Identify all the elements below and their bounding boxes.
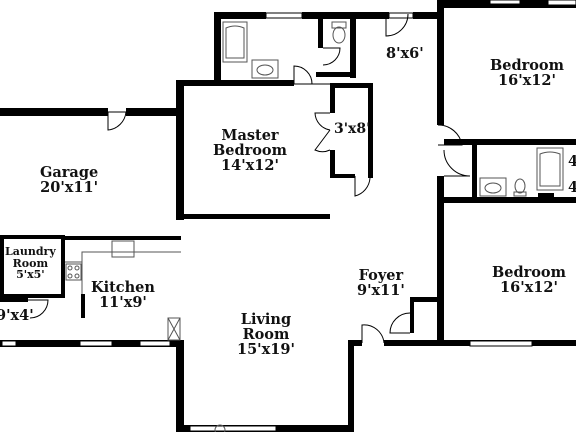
doors bbox=[28, 13, 471, 344]
foyer-name: Foyer bbox=[358, 267, 404, 284]
living-room-label: Living Room 15'x19' bbox=[237, 312, 295, 358]
living-name-2: Room bbox=[242, 326, 290, 344]
master-bedroom-label: Master Bedroom 14'x12' bbox=[213, 128, 287, 174]
laundry-size: 5'x5' bbox=[16, 268, 45, 282]
master-bedroom-size: 14'x12' bbox=[221, 157, 279, 175]
foyer-size: 9'x11' bbox=[357, 282, 405, 300]
partial-left-size-label: 9'x4' bbox=[0, 308, 34, 323]
kitchen-label: Kitchen 11'x9' bbox=[91, 279, 155, 312]
vanity-shelf bbox=[538, 193, 554, 198]
bedroom-top-label: Bedroom 16'x12' bbox=[490, 57, 564, 90]
laundry-label: Laundry Room 5'x5' bbox=[5, 246, 56, 281]
entry-size-label: 8'x6' bbox=[386, 46, 424, 61]
living-name-1: Living bbox=[240, 311, 292, 328]
partial-right-bottom-label: 4 bbox=[568, 180, 576, 195]
master-bedroom-name-1: Master bbox=[221, 127, 279, 144]
laundry-name-1: Laundry bbox=[5, 245, 56, 258]
entry-size: 8'x6' bbox=[386, 45, 424, 62]
master-bedroom-name-2: Bedroom bbox=[213, 142, 287, 160]
kitchen-name: Kitchen bbox=[91, 279, 155, 296]
closet-size-label: 3'x8' bbox=[334, 122, 370, 137]
foyer-label: Foyer 9'x11' bbox=[357, 267, 405, 300]
garage-label: Garage 20'x11' bbox=[40, 164, 99, 197]
bedroom-top-name: Bedroom bbox=[490, 57, 564, 74]
bedroom-bottom-size: 16'x12' bbox=[500, 279, 558, 297]
kitchen-size: 11'x9' bbox=[99, 294, 147, 312]
laundry-name-2: Room bbox=[12, 256, 49, 270]
partial-left-size: 9'x4' bbox=[0, 307, 34, 324]
fixtures bbox=[65, 21, 564, 432]
bedroom-bottom-name: Bedroom bbox=[492, 264, 566, 281]
garage-name: Garage bbox=[40, 164, 99, 181]
partial-right-bottom-size: 4 bbox=[568, 179, 576, 196]
partial-right-top-size: 4 bbox=[568, 153, 576, 170]
bedroom-bottom-label: Bedroom 16'x12' bbox=[492, 264, 566, 297]
closet-size: 3'x8' bbox=[334, 121, 371, 137]
living-size: 15'x19' bbox=[237, 341, 295, 359]
garage-size: 20'x11' bbox=[40, 179, 99, 197]
bedroom-top-size: 16'x12' bbox=[498, 72, 556, 90]
partial-right-top-label: 4 bbox=[568, 154, 576, 169]
